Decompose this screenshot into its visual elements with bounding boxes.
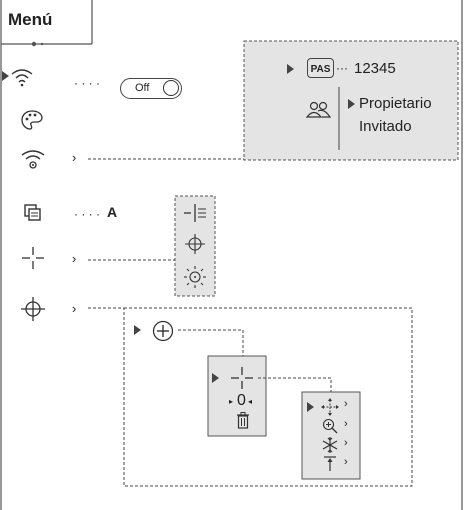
menu-title: Menú [8, 10, 53, 29]
reticle-option-2-icon[interactable] [184, 233, 206, 255]
trash-icon[interactable] [236, 412, 250, 429]
zeroing-box [123, 307, 413, 487]
reticle-option-1-icon[interactable] [182, 203, 208, 223]
selection-arrow-icon [348, 99, 355, 109]
pas-badge: PAS [307, 58, 334, 78]
role-guest[interactable]: Invitado [359, 118, 412, 135]
zero-panel-bg [207, 355, 267, 437]
selection-arrow-icon [287, 64, 294, 74]
zero-arrows-right: ◂ [248, 397, 253, 406]
chevron-right-icon: › [72, 301, 77, 316]
palette-icon[interactable] [21, 110, 43, 130]
zoom-icon[interactable] [322, 418, 338, 434]
toggle-knob [163, 80, 179, 96]
zeroing-crosshair-icon[interactable] [20, 296, 46, 322]
chevron-right-icon: › [344, 398, 348, 410]
users-icon [306, 101, 332, 118]
chevron-right-icon: › [72, 150, 77, 165]
selection-arrow-icon [212, 373, 219, 383]
zero-connector [258, 377, 332, 392]
distance-icon[interactable] [323, 456, 337, 472]
pip-dots: · · · · [74, 207, 100, 221]
chevron-right-icon: › [344, 456, 348, 468]
zero-reticle-icon[interactable] [230, 366, 254, 390]
selection-arrow-icon [307, 402, 314, 412]
password-dots: ··· [336, 61, 348, 75]
chevron-right-icon: › [344, 418, 348, 430]
freeze-icon[interactable] [321, 436, 339, 454]
reticle-option-3-icon[interactable] [183, 265, 207, 289]
wifi-settings-icon[interactable] [20, 148, 46, 170]
zero-arrows-left: ▸ [229, 397, 234, 406]
pas-badge-label: PAS [310, 64, 331, 75]
pip-value[interactable]: A [107, 204, 118, 220]
add-connector [178, 329, 244, 356]
selection-arrow-icon [134, 325, 141, 335]
wifi-toggle[interactable]: Off [120, 78, 182, 99]
chevron-right-icon: › [72, 251, 77, 266]
chevron-right-icon: › [344, 437, 348, 449]
move-icon[interactable] [321, 398, 339, 416]
wifi-icon[interactable] [10, 67, 34, 87]
selection-arrow-icon [2, 71, 9, 81]
password-value[interactable]: 12345 [354, 60, 396, 77]
plus-icon[interactable] [152, 320, 174, 342]
wifi-toggle-label: Off [135, 82, 150, 94]
role-owner[interactable]: Propietario [359, 95, 432, 112]
wifi-dots: · · · · [74, 76, 100, 90]
wifi-panel-bg [243, 40, 459, 161]
reticle-icon[interactable] [21, 246, 45, 270]
picture-in-picture-icon[interactable] [24, 204, 42, 222]
zero-label[interactable]: 0 [237, 392, 246, 409]
page-dots-icon [31, 41, 44, 47]
